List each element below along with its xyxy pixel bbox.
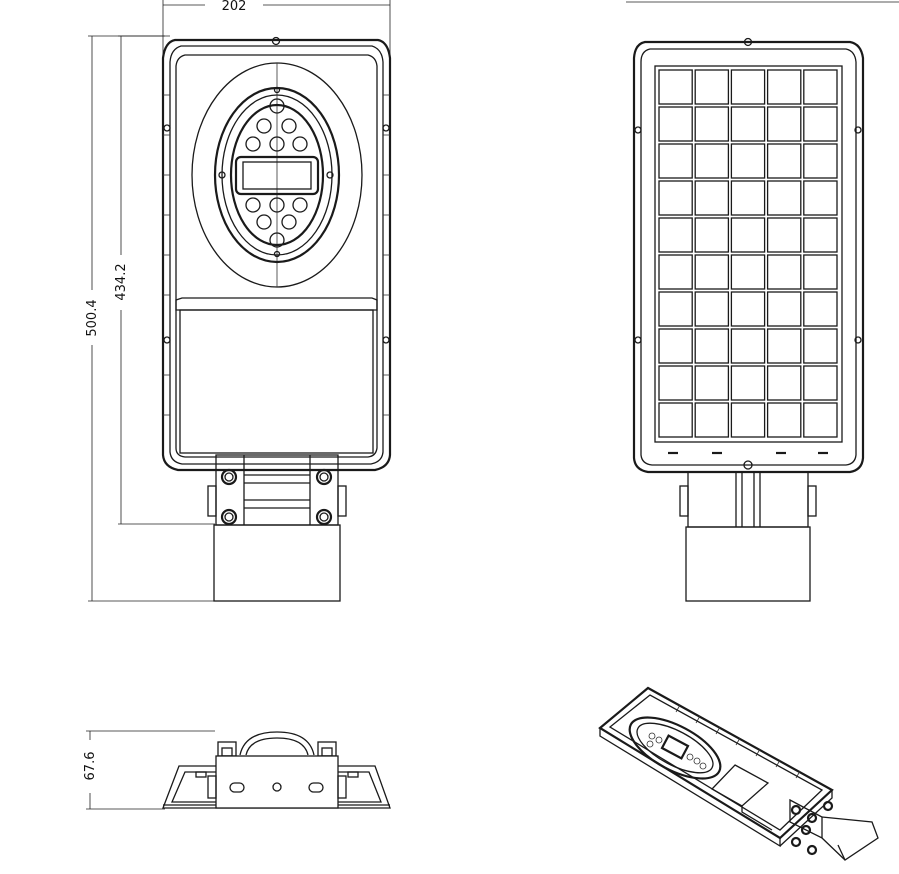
solar-cell <box>658 291 693 327</box>
back-view-solar-panel <box>626 1 899 602</box>
solar-cell <box>766 365 802 401</box>
solar-cell <box>694 365 730 401</box>
solar-cell <box>730 402 766 438</box>
solar-cell <box>766 254 802 290</box>
solar-cell <box>658 69 693 105</box>
solar-cell <box>766 180 802 216</box>
solar-cell <box>803 217 838 253</box>
solar-cell <box>694 217 730 253</box>
solar-cell <box>803 291 838 327</box>
solar-cell <box>730 106 766 142</box>
bolt-icon <box>790 800 834 856</box>
slot-icon <box>229 782 324 793</box>
width-label: 202 <box>222 0 247 14</box>
solar-cell <box>658 402 693 438</box>
solar-cell <box>730 69 766 105</box>
solar-cell <box>694 106 730 142</box>
solar-cell <box>694 328 730 364</box>
solar-cell <box>803 254 838 290</box>
solar-cell <box>658 254 693 290</box>
solar-cell <box>803 365 838 401</box>
screw-icon <box>634 37 862 470</box>
dimension-height-total: 500.4 <box>85 35 215 602</box>
solar-cell <box>803 180 838 216</box>
solar-cell <box>658 180 693 216</box>
solar-cell <box>730 365 766 401</box>
solar-cell <box>658 106 693 142</box>
led-bead-icon <box>646 732 707 770</box>
front-view: 202 500.4 434.2 <box>85 0 392 602</box>
side-view: 67.6 <box>83 730 391 810</box>
solar-cell <box>694 254 730 290</box>
solar-cell <box>694 143 730 179</box>
height-body-label: 434.2 <box>114 263 129 300</box>
solar-cell <box>803 402 838 438</box>
solar-cell <box>658 328 693 364</box>
solar-cell <box>730 180 766 216</box>
solar-cell <box>766 106 802 142</box>
solar-cell <box>766 143 802 179</box>
solar-cell <box>730 254 766 290</box>
depth-label: 67.6 <box>83 752 98 781</box>
solar-cell <box>766 402 802 438</box>
solar-cell <box>803 69 838 105</box>
dimension-height-body: 434.2 <box>114 35 215 525</box>
screw-icon <box>163 36 390 344</box>
solar-cell <box>694 402 730 438</box>
solar-cell <box>766 291 802 327</box>
solar-cell <box>730 328 766 364</box>
solar-cell <box>730 291 766 327</box>
solar-cell-grid <box>658 69 838 438</box>
height-total-label: 500.4 <box>85 299 100 336</box>
led-bead-icon <box>245 98 308 248</box>
solar-cell <box>658 365 693 401</box>
solar-cell <box>730 143 766 179</box>
solar-cell <box>766 217 802 253</box>
solar-cell <box>766 69 802 105</box>
solar-cell <box>658 143 693 179</box>
solar-cell <box>694 291 730 327</box>
dimension-width: 202 <box>162 0 391 60</box>
solar-cell <box>730 217 766 253</box>
solar-cell <box>803 328 838 364</box>
bolt-icon <box>220 468 333 526</box>
isometric-view <box>598 686 879 861</box>
solar-cell <box>803 106 838 142</box>
solar-cell <box>694 180 730 216</box>
solar-cell <box>658 217 693 253</box>
solar-cell <box>803 143 838 179</box>
solar-cell <box>694 69 730 105</box>
solar-cell <box>766 328 802 364</box>
dimension-depth: 67.6 <box>83 730 215 810</box>
